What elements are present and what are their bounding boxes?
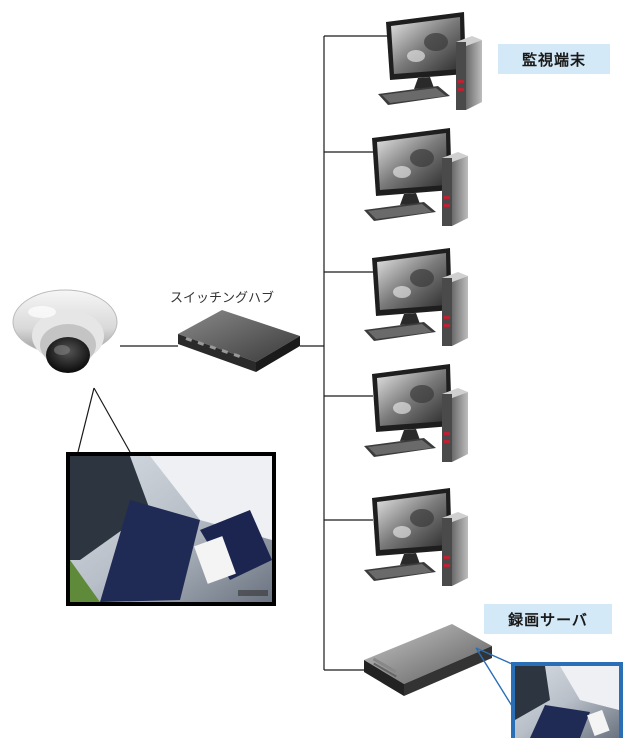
server-image-link — [475, 647, 513, 707]
recording-server-label: 録画サーバ — [484, 604, 612, 634]
rack-server-icon — [364, 624, 492, 696]
recorded-image-thumbnail — [511, 662, 623, 738]
connection-lines — [77, 35, 388, 671]
monitoring-terminal-5 — [364, 488, 468, 586]
dome-camera-icon — [12, 289, 118, 373]
switching-hub-icon — [178, 310, 300, 372]
monitoring-terminal-3 — [364, 248, 468, 346]
monitoring-terminal-1 — [378, 12, 482, 110]
monitoring-terminal-4 — [364, 364, 468, 462]
switching-hub-label: スイッチングハブ — [170, 291, 275, 306]
monitoring-terminal-label: 監視端末 — [498, 44, 610, 74]
monitoring-terminal-2 — [364, 128, 468, 226]
camera-feed-image — [66, 452, 276, 606]
